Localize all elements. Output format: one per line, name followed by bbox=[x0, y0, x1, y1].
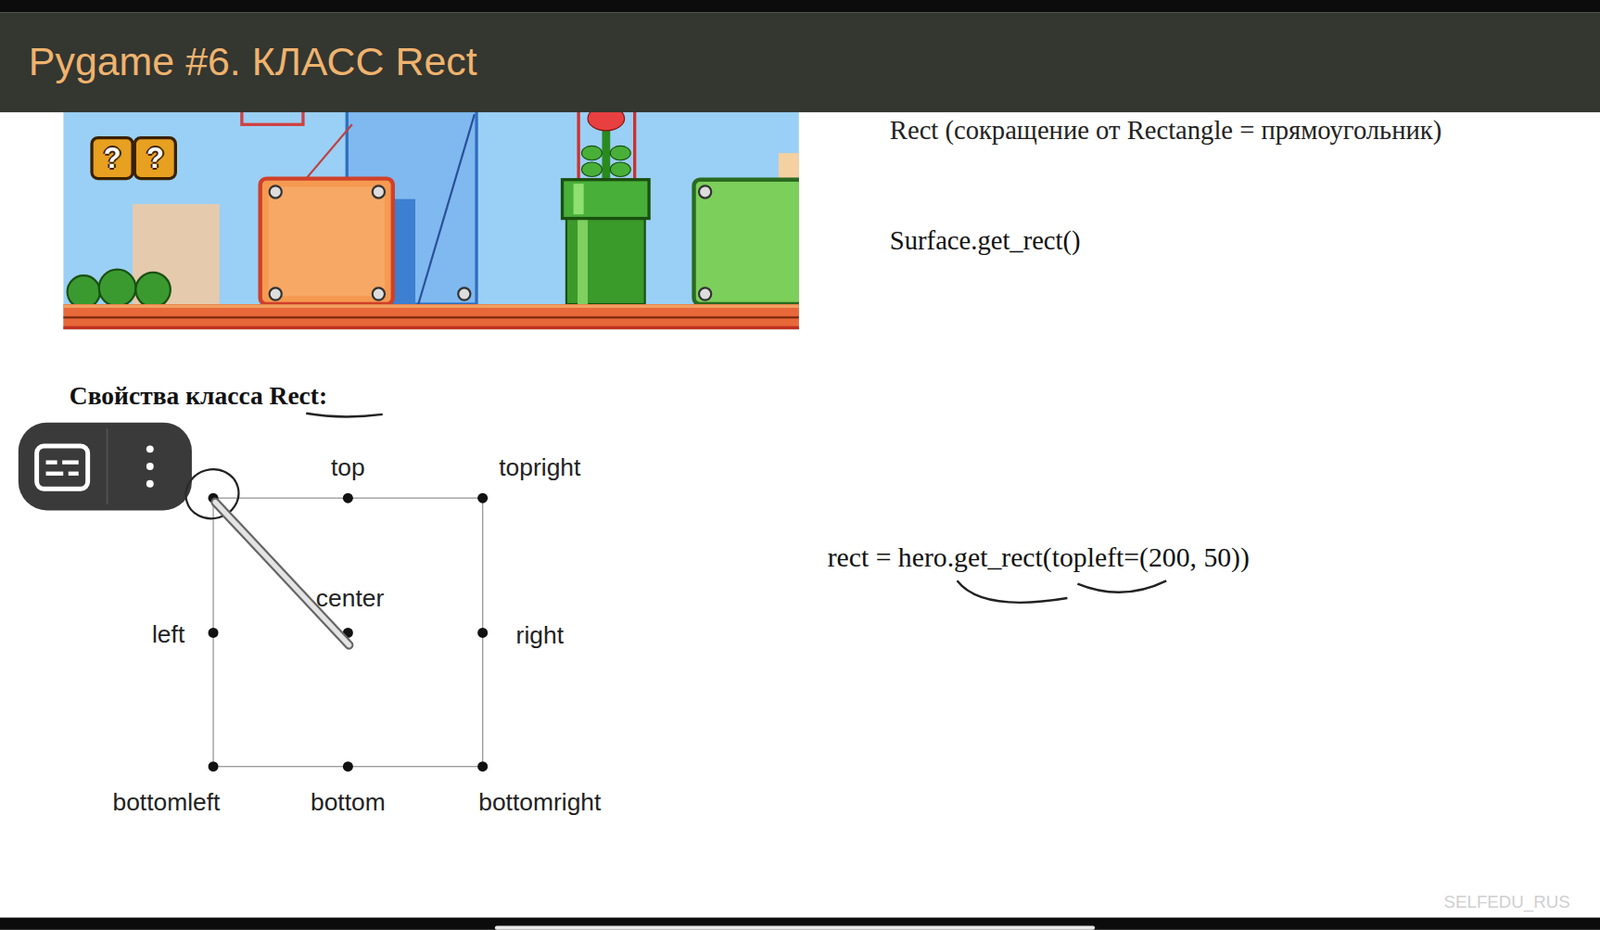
point-label: top bbox=[330, 453, 366, 482]
point-label: bottomright bbox=[478, 787, 601, 816]
progress-bar bbox=[495, 925, 1095, 929]
pen-underline bbox=[957, 580, 1068, 603]
rect-figure bbox=[179, 463, 488, 772]
point-label: center bbox=[316, 584, 384, 612]
point-label: bottomleft bbox=[112, 787, 220, 816]
code-line: rect = hero.get_rect(topleft=(200, 50)) bbox=[827, 541, 1250, 573]
point-label: right bbox=[516, 620, 564, 648]
bottom-bar bbox=[0, 917, 1600, 930]
question-mark: ? bbox=[103, 141, 122, 175]
slide-title: Pygame #6. КЛАСС Rect bbox=[28, 38, 478, 85]
section-heading: Свойства класса Rect: bbox=[69, 380, 328, 411]
pen-underline bbox=[1077, 580, 1167, 592]
question-mark: ? bbox=[146, 141, 165, 175]
pen-underline bbox=[305, 413, 383, 418]
game-illustration bbox=[63, 112, 800, 330]
top-bar bbox=[0, 0, 1600, 13]
definition-text: Rect (сокращение от Rectangle = прямоуго… bbox=[889, 114, 1442, 146]
title-bar bbox=[0, 12, 1600, 113]
point-label: bottom bbox=[310, 787, 386, 816]
point-label: left bbox=[152, 619, 185, 648]
player-overlay bbox=[18, 422, 192, 511]
watermark: SELFEDU_RUS bbox=[1444, 891, 1571, 913]
point-label: topright bbox=[498, 453, 581, 482]
method-text: Surface.get_rect() bbox=[889, 225, 1081, 256]
